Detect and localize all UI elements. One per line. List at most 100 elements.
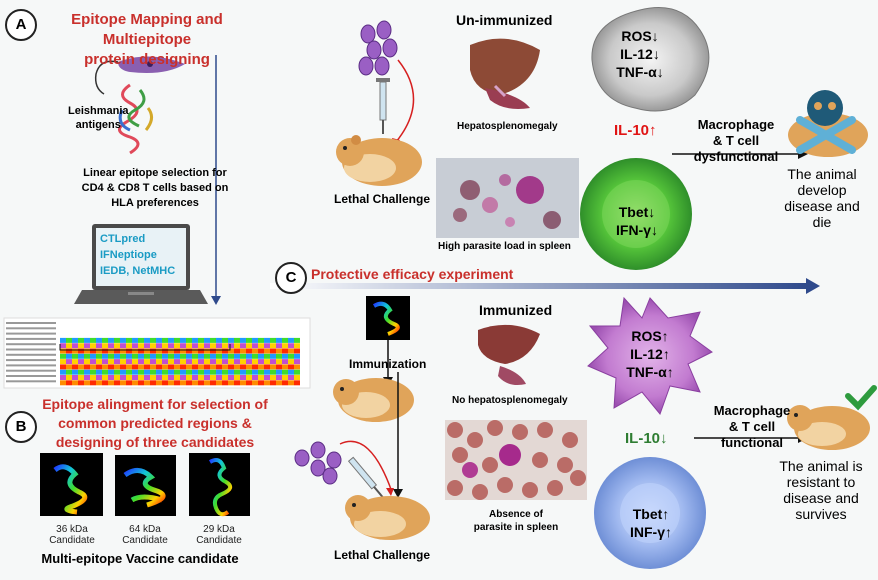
tcell-active xyxy=(594,457,706,569)
alignment-residue xyxy=(66,343,72,349)
function-line1: Macrophage xyxy=(713,403,791,418)
alignment-residue xyxy=(174,369,180,375)
panel-b-title: Epitope alingment for selection of commo… xyxy=(30,395,280,452)
alignment-residue xyxy=(72,369,78,375)
alignment-residue xyxy=(90,380,96,386)
red-blood-cell xyxy=(537,422,553,438)
lethal-challenge-top: Lethal Challenge xyxy=(334,192,431,206)
alignment-residue xyxy=(198,369,204,375)
alignment-residue xyxy=(114,375,120,380)
alignment-residue xyxy=(210,380,216,386)
alignment-residue xyxy=(144,369,150,375)
alignment-residue xyxy=(240,375,246,380)
alignment-residue xyxy=(96,337,102,343)
alignment-residue xyxy=(240,337,246,343)
hamster-healthy-check xyxy=(787,385,877,450)
alignment-residue xyxy=(228,337,234,343)
alignment-residue xyxy=(180,359,186,365)
alignment-residue xyxy=(174,380,180,386)
alignment-row-label xyxy=(6,380,56,383)
alignment-residue xyxy=(264,375,270,380)
alignment-residue xyxy=(84,359,90,365)
alignment-residue xyxy=(234,343,240,349)
alignment-residue xyxy=(138,375,144,380)
alignment-row-label xyxy=(6,332,56,335)
alignment-residue xyxy=(156,359,162,365)
alignment-residue xyxy=(126,353,132,359)
alignment-residue xyxy=(234,359,240,365)
alignment-residue xyxy=(72,375,78,380)
function-line2: & T cell xyxy=(728,419,776,434)
panel-c-label: C xyxy=(275,262,307,294)
red-blood-cell xyxy=(482,457,498,473)
alignment-residue xyxy=(246,364,252,370)
alignment-residue xyxy=(138,353,144,359)
alignment-residue xyxy=(84,369,90,375)
alignment-residue xyxy=(78,380,84,386)
spleen-caption-high-load: High parasite load in spleen xyxy=(438,241,571,252)
red-blood-cell xyxy=(522,482,538,498)
alignment-residue xyxy=(72,364,78,370)
alignment-residue xyxy=(270,348,276,354)
alignment-residue xyxy=(120,364,126,370)
spleen-clear-line1: Absence of xyxy=(489,509,543,520)
function-line3: functional xyxy=(720,435,784,450)
alignment-residue xyxy=(174,364,180,370)
alignment-residue xyxy=(288,380,294,386)
alignment-residue xyxy=(150,343,156,349)
alignment-residue xyxy=(270,364,276,370)
antigen-line1: Leishmania xyxy=(68,105,129,117)
alignment-residue xyxy=(294,353,300,359)
alignment-row-label xyxy=(6,369,56,372)
panel-a-title-line1: Epitope Mapping and Multiepitope xyxy=(71,11,223,48)
functional-text: Macrophage & T cell functional xyxy=(690,403,814,451)
marker-infg-up: INF-γ↑ xyxy=(630,524,672,540)
alignment-residue xyxy=(144,380,150,386)
alignment-residue xyxy=(252,337,258,343)
alignment-residue xyxy=(288,359,294,365)
alignment-residue xyxy=(294,359,300,365)
alignment-residue xyxy=(168,364,174,370)
alignment-row-label xyxy=(6,327,56,330)
hamster-unimmunized xyxy=(336,135,422,186)
alignment-residue xyxy=(138,364,144,370)
alignment-residue xyxy=(96,380,102,386)
alignment-residue xyxy=(162,343,168,349)
alignment-residue xyxy=(102,343,108,349)
alignment-row-label xyxy=(6,364,56,367)
laptop-illustration xyxy=(74,224,208,304)
alignment-residue xyxy=(228,353,234,359)
alignment-residue xyxy=(96,343,102,349)
alignment-residue xyxy=(168,353,174,359)
hamster-immunized-top xyxy=(333,378,414,422)
panel-a-arrow xyxy=(211,55,221,305)
alignment-residue xyxy=(132,375,138,380)
alignment-residue xyxy=(126,343,132,349)
alignment-residue xyxy=(126,380,132,386)
alignment-residue xyxy=(276,375,282,380)
marker-tbet-down: Tbet↓ xyxy=(618,204,656,220)
alignment-residue xyxy=(216,380,222,386)
alignment-residue xyxy=(264,337,270,343)
outcome-survive-line2: resistant to xyxy=(786,474,856,490)
alignment-residue xyxy=(132,364,138,370)
alignment-residue xyxy=(102,380,108,386)
alignment-residue xyxy=(150,375,156,380)
alignment-residue xyxy=(222,343,228,349)
spleen-caption-clear: Absence of parasite in spleen xyxy=(456,508,576,534)
alignment-residue xyxy=(258,380,264,386)
vaccine-candidate-footer: Multi-epitope Vaccine candidate xyxy=(41,551,239,566)
alignment-residue xyxy=(282,348,288,354)
alignment-residue xyxy=(90,353,96,359)
alignment-residue xyxy=(78,375,84,380)
alignment-residue xyxy=(174,359,180,365)
alignment-residue xyxy=(294,380,300,386)
macrophage-markers-down: ROS↓ IL-12↓ TNF-α↓ xyxy=(600,27,680,81)
alignment-residue xyxy=(210,343,216,349)
alignment-residue xyxy=(240,364,246,370)
selection-line2: CD4 & CD8 T cells based on xyxy=(81,182,229,194)
selection-line1: Linear epitope selection for xyxy=(83,167,227,179)
alignment-residue xyxy=(240,348,246,354)
alignment-residue xyxy=(126,337,132,343)
